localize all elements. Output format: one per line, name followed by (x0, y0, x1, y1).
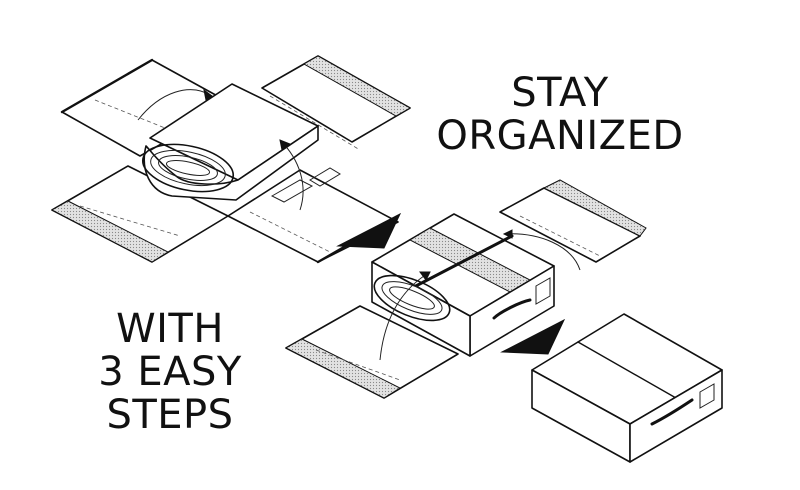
step-1-unfolded-cube (50, 55, 412, 264)
headline-bottom-line-3: STEPS (106, 392, 234, 439)
step1-bottom-velcro (50, 200, 170, 263)
headline-stay-organized: STAY ORGANIZED (410, 70, 710, 160)
step-2-folding-cube (284, 179, 647, 399)
step1-right-velcro (302, 55, 412, 117)
step2-bottom-velcro (284, 338, 402, 399)
step3-box-side (629, 369, 723, 463)
headline-bottom-line-2: 3 EASY (98, 349, 242, 396)
step2-arrow-over (503, 233, 581, 271)
headline-top-line-2: ORGANIZED (436, 113, 684, 160)
step-arrow-1 (336, 212, 402, 249)
headline-with-3-easy-steps: WITH 3 EASY STEPS (70, 306, 270, 439)
step2-box-front (371, 261, 471, 357)
step2-right-velcro (542, 179, 647, 237)
headline-top-line-1: STAY (511, 70, 609, 116)
headline-bottom-line-1: WITH (116, 306, 224, 352)
step-3-closed-cube (531, 313, 723, 463)
rolled-clothes (141, 83, 319, 201)
step2-arrow-up (379, 271, 431, 361)
step-arrow-2 (500, 318, 566, 355)
